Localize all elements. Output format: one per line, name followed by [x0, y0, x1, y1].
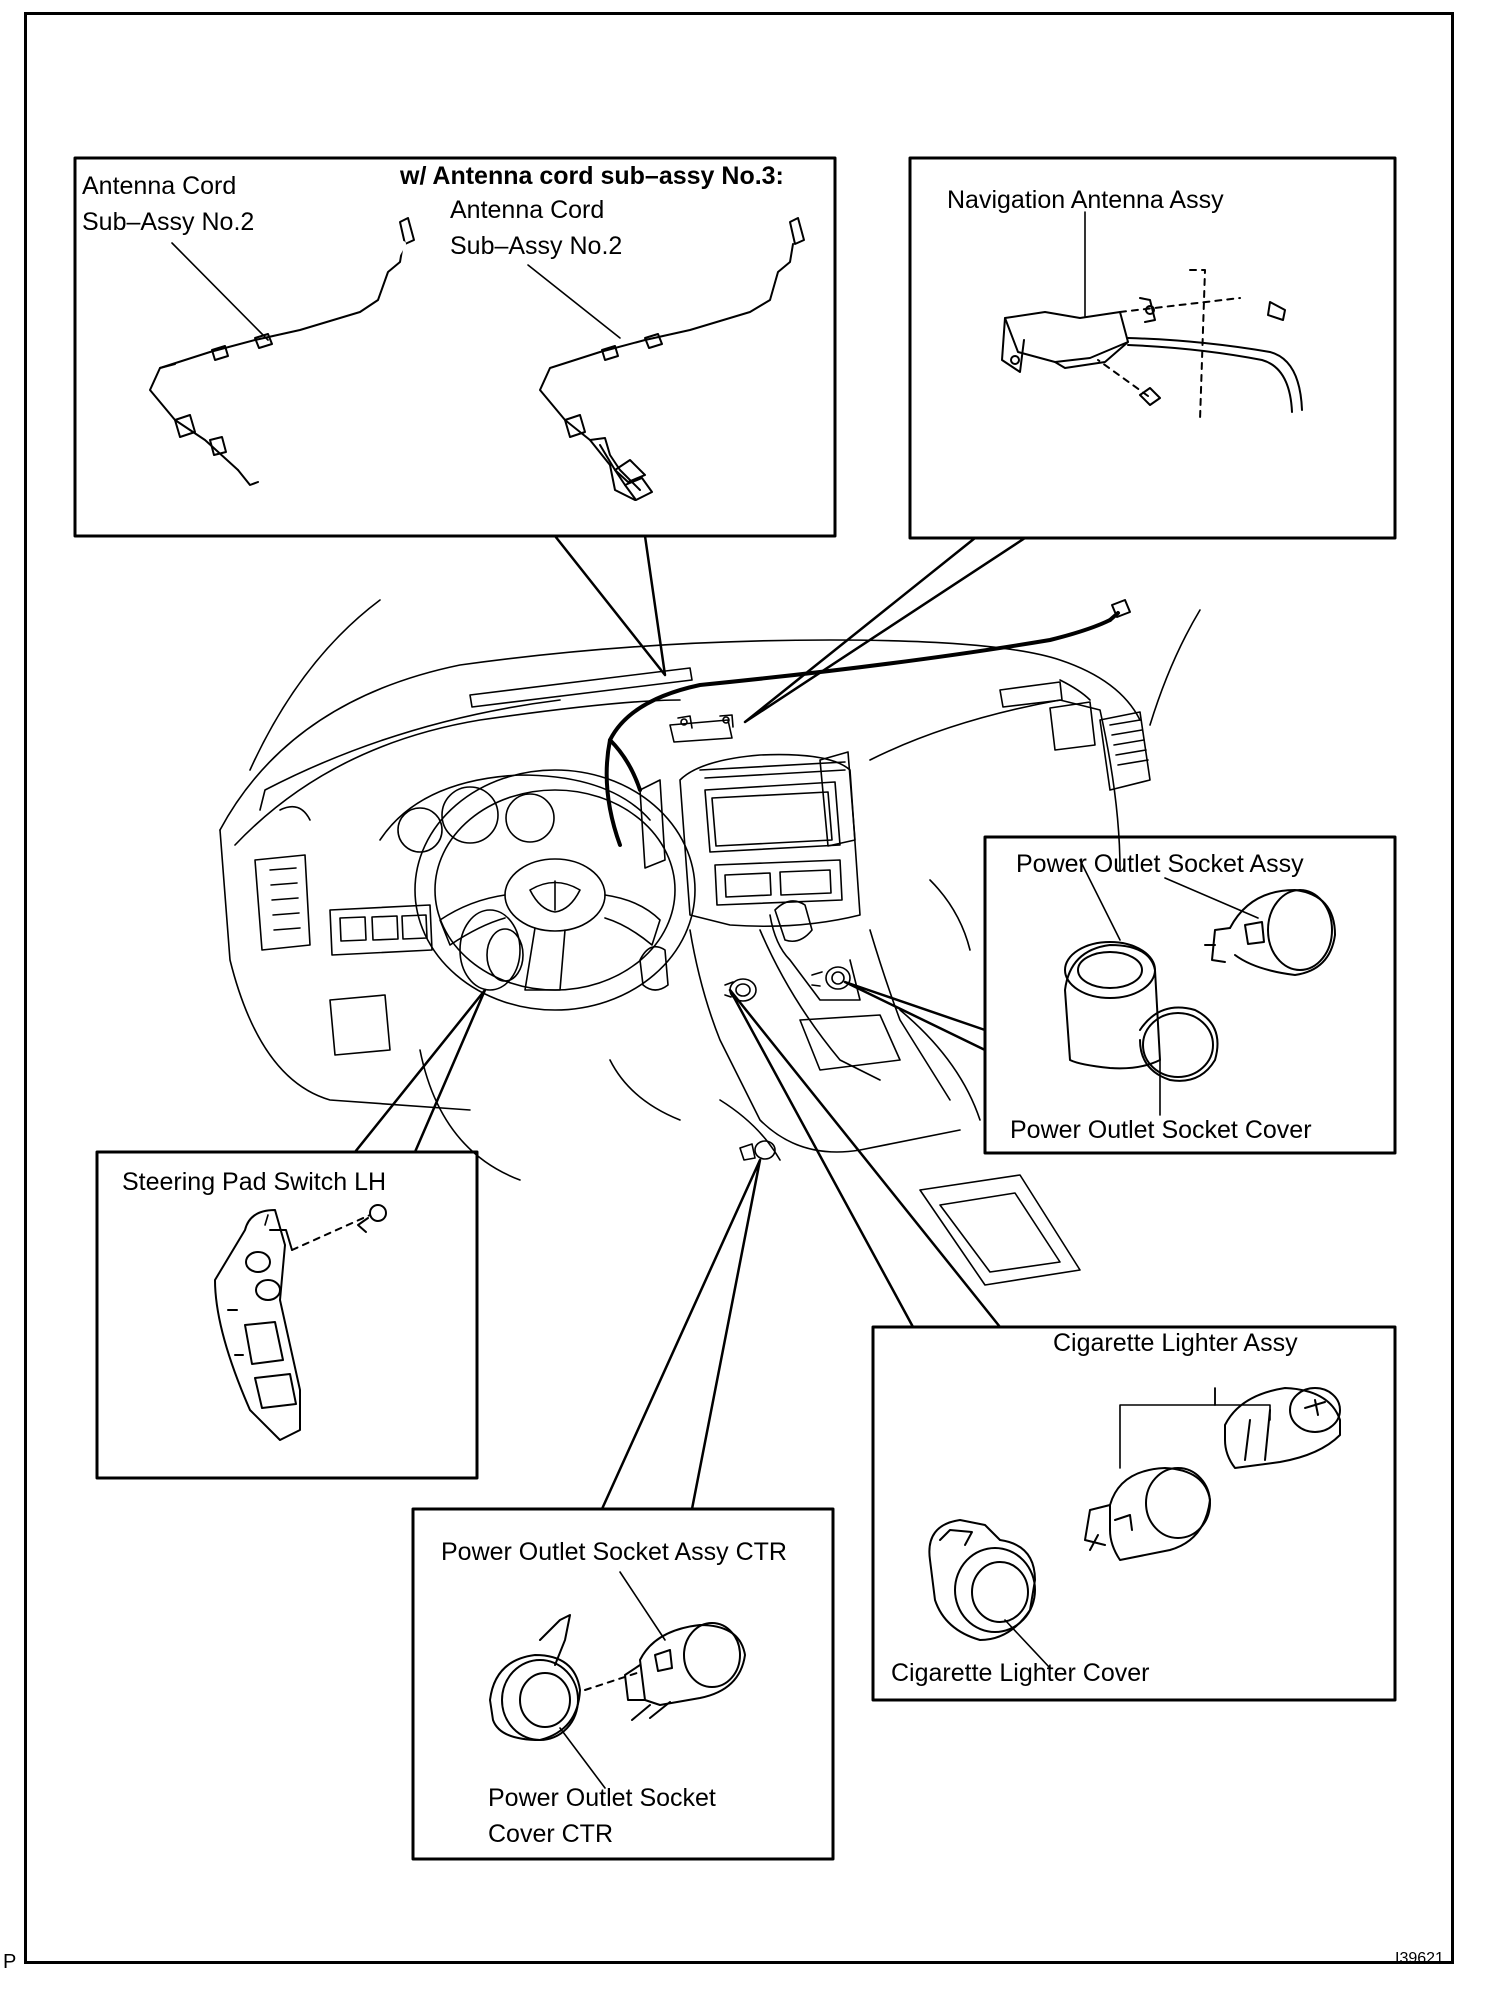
- dashboard-illustration: [219, 599, 1201, 1286]
- callout-box-navigation-antenna: [908, 156, 1397, 540]
- callout-box-antenna-cord: [73, 156, 837, 538]
- corner-letter: P: [3, 1951, 17, 1973]
- dash-antenna-connector: [1111, 599, 1131, 618]
- label-cigarette-lighter-assy: Cigarette Lighter Assy: [1053, 1329, 1298, 1357]
- dash-antenna-cord: [604, 611, 1120, 847]
- figure-id: I39621: [1395, 1950, 1444, 1967]
- console-outlet-left: [724, 978, 757, 1002]
- label-power-outlet-socket-assy: Power Outlet Socket Assy: [1016, 850, 1304, 878]
- label-power-outlet-cover-ctr-line1: Power Outlet Socket: [488, 1784, 716, 1812]
- label-antenna-cord-variant-line2: Sub–Assy No.2: [450, 232, 623, 260]
- dash-navigation-antenna: [669, 714, 734, 743]
- cigarette-lighter-assy-part: [1224, 1387, 1341, 1469]
- label-cigarette-lighter-cover: Cigarette Lighter Cover: [891, 1659, 1150, 1687]
- label-antenna-no3-header: w/ Antenna cord sub–assy No.3:: [400, 162, 784, 190]
- leader-lines: [171, 211, 1271, 1789]
- power-outlet-socket-part: [1204, 889, 1336, 976]
- cigarette-lighter-socket-part: [1084, 1467, 1211, 1561]
- label-power-outlet-ctr: Power Outlet Socket Assy CTR: [441, 1538, 787, 1566]
- label-antenna-cord-variant-line1: Antenna Cord: [450, 196, 605, 224]
- diagram-frame: [24, 12, 1454, 1964]
- label-power-outlet-cover-ctr-line2: Cover CTR: [488, 1820, 614, 1848]
- power-outlet-cover-ctr-part: [489, 1614, 641, 1741]
- label-navigation-antenna: Navigation Antenna Assy: [947, 186, 1224, 214]
- power-outlet-socket-ctr-part: [624, 1622, 746, 1721]
- antenna-cord-no2-variant-part: [539, 217, 805, 501]
- callout-box-power-outlet: [983, 835, 1397, 1155]
- navigation-antenna-part: [1001, 269, 1303, 421]
- label-power-outlet-socket-cover: Power Outlet Socket Cover: [1010, 1116, 1312, 1144]
- callout-box-power-outlet-ctr: [411, 1507, 835, 1861]
- console-outlet-right: [811, 966, 851, 990]
- cigarette-lighter-cover-part: [928, 1519, 1036, 1641]
- callout-box-cigarette-lighter: [871, 1325, 1397, 1702]
- label-steering-pad-switch: Steering Pad Switch LH: [122, 1168, 387, 1196]
- label-antenna-cord-line1: Antenna Cord: [82, 172, 237, 200]
- power-outlet-cover-part: [1064, 941, 1219, 1082]
- console-outlet-ctr: [739, 1140, 776, 1161]
- antenna-cord-no2-part: [149, 217, 415, 486]
- steering-pad-switch-part: [214, 1204, 387, 1441]
- label-antenna-cord-line2: Sub–Assy No.2: [82, 208, 255, 236]
- callout-box-steering-pad: [95, 1150, 479, 1480]
- callout-pointers: [353, 534, 1027, 1511]
